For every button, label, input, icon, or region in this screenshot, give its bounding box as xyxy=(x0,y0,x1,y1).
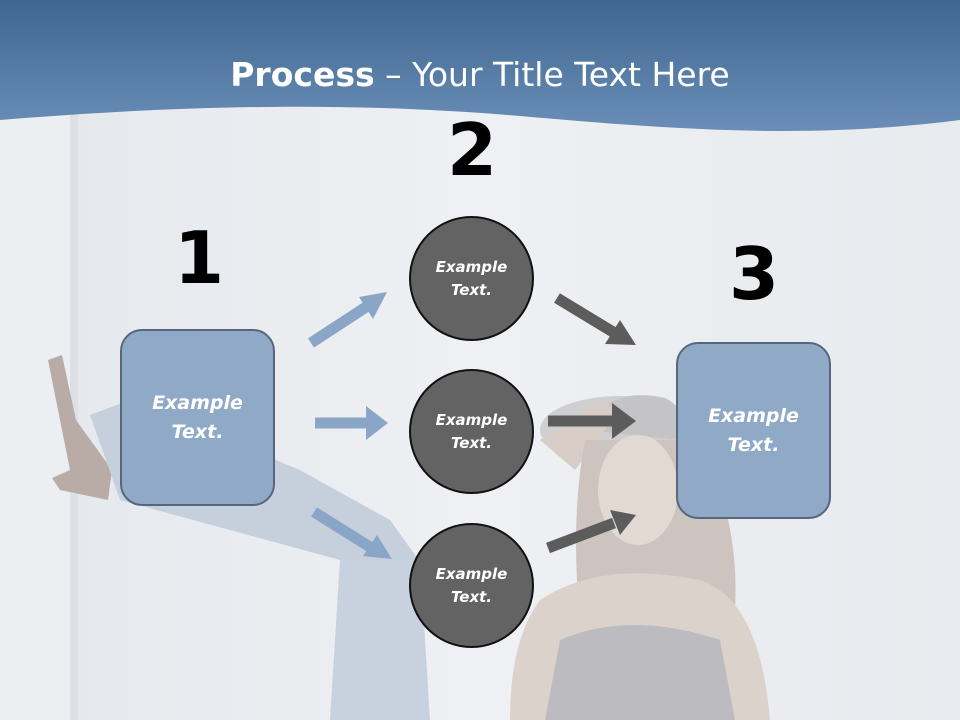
circle-middle: Example Text. xyxy=(409,369,534,494)
circle-top: Example Text. xyxy=(409,216,534,341)
title-rest: – Your Title Text Here xyxy=(374,55,730,94)
circle-top-text: Example Text. xyxy=(435,257,508,299)
step-number-2: 2 xyxy=(446,108,498,192)
title-bold: Process xyxy=(230,55,375,94)
circle-middle-text: Example Text. xyxy=(435,410,508,452)
step-3-box: Example Text. xyxy=(676,342,831,519)
step-1-box: Example Text. xyxy=(120,329,275,506)
page-title: Process – Your Title Text Here xyxy=(0,54,960,96)
step-number-1: 1 xyxy=(173,216,225,300)
step-3-box-text: Example Text. xyxy=(708,404,799,456)
header-band xyxy=(0,0,960,132)
step-1-box-text: Example Text. xyxy=(152,391,243,443)
step-number-3: 3 xyxy=(728,232,780,316)
circle-bottom: Example Text. xyxy=(409,523,534,648)
circle-bottom-text: Example Text. xyxy=(435,564,508,606)
